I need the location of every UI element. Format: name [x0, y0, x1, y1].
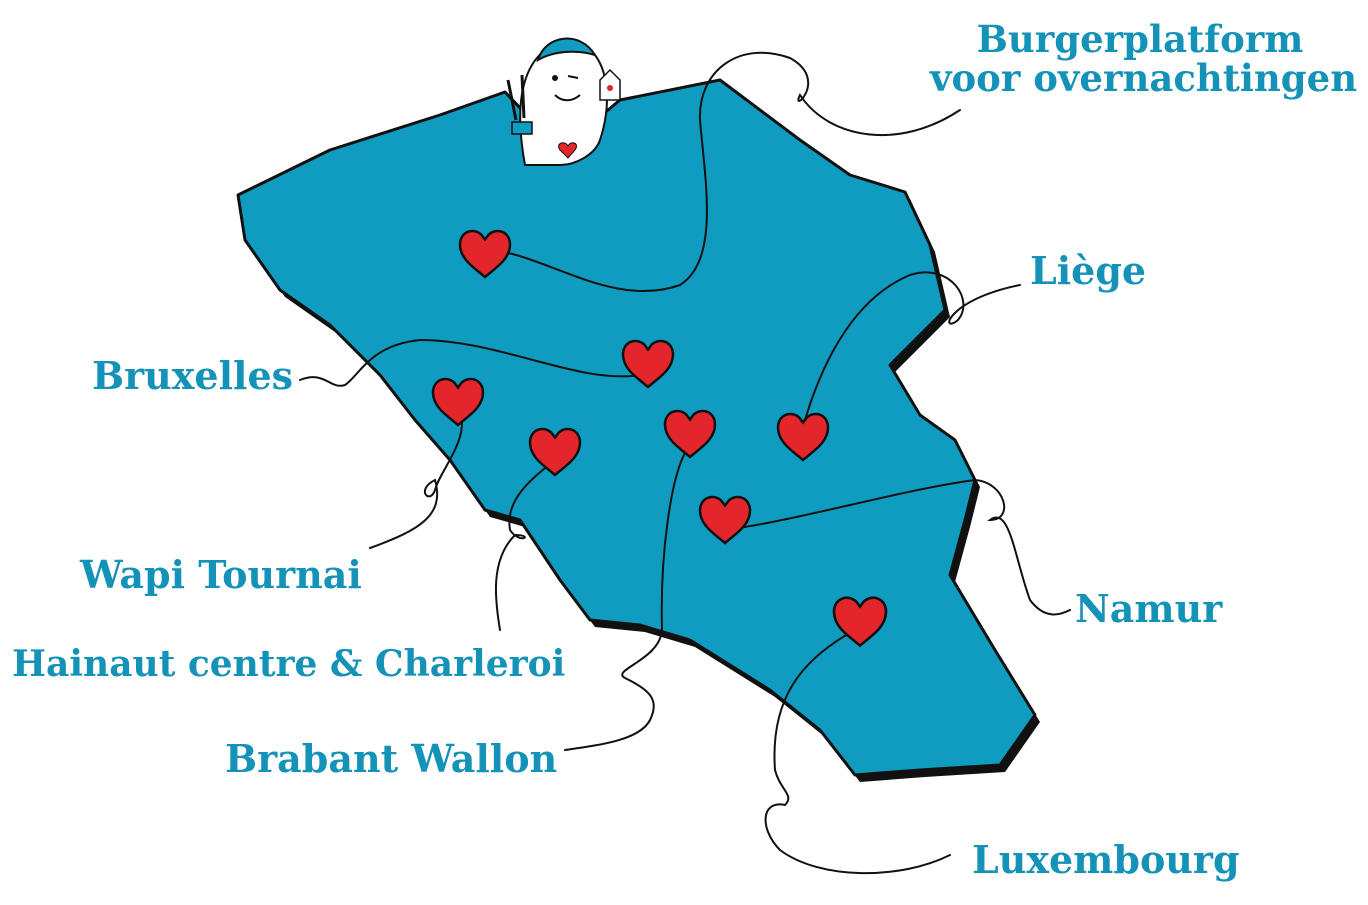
label-bruxelles[interactable]: Bruxelles: [92, 353, 294, 398]
connector-bruxelles: [299, 338, 641, 387]
label-wapi-tournai[interactable]: Wapi Tournai: [80, 552, 362, 597]
connector-lines: [299, 51, 1071, 875]
label-burgerplatform-line1: Burgerplatform: [976, 17, 1304, 61]
label-burgerplatform[interactable]: Burgerplatform voor overnachtingen: [930, 17, 1358, 100]
connector-namur: [724, 478, 1071, 616]
connector-burgerplatform: [484, 51, 961, 292]
connector-wapi: [369, 409, 463, 549]
connector-brabant: [564, 444, 691, 751]
connector-hainaut: [494, 459, 556, 631]
label-luxembourg[interactable]: Luxembourg: [972, 837, 1240, 882]
peace-sign-mascot-icon: [506, 37, 621, 166]
label-burgerplatform-line2: voor overnachtingen: [930, 55, 1358, 100]
label-brabant-wallon[interactable]: Brabant Wallon: [225, 736, 558, 781]
label-hainaut-charleroi[interactable]: Hainaut centre & Charleroi: [12, 643, 566, 685]
label-liege[interactable]: Liège: [1030, 248, 1147, 293]
country-shape: [236, 78, 1037, 777]
connector-luxembourg: [764, 629, 951, 875]
label-namur[interactable]: Namur: [1075, 586, 1223, 631]
connector-liege: [804, 271, 1021, 421]
